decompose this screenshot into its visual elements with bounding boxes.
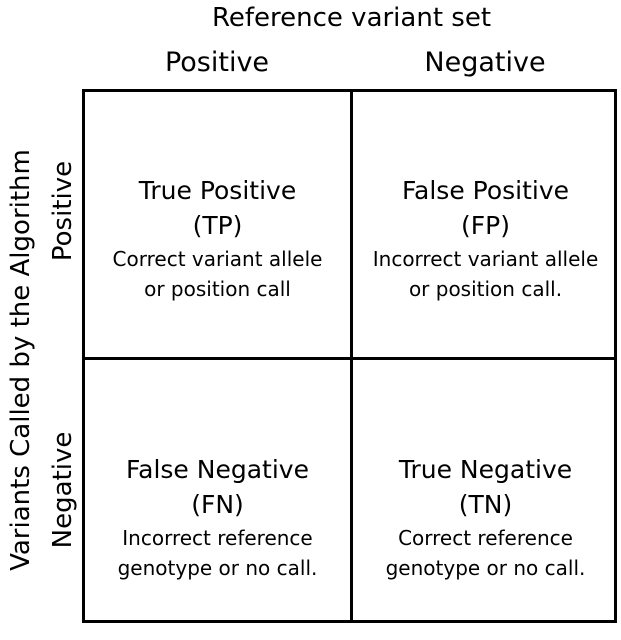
cell-abbreviation: (TN) — [458, 490, 513, 519]
confusion-matrix-grid: True Positive (TP) Correct variant allel… — [82, 89, 617, 623]
cell-true-positive: True Positive (TP) Correct variant allel… — [85, 174, 350, 304]
cell-title: True Negative — [398, 455, 573, 484]
cell-true-negative: True Negative (TN) Correct reference gen… — [353, 453, 618, 583]
cell-description-line: genotype or no call. — [117, 556, 318, 580]
cell-abbreviation: (FP) — [461, 211, 510, 240]
cell-false-positive: False Positive (FP) Incorrect variant al… — [353, 174, 618, 304]
cell-description-line: genotype or no call. — [385, 556, 586, 580]
cell-description-line: Incorrect variant allele — [372, 247, 599, 271]
cell-false-negative: False Negative (FN) Incorrect reference … — [85, 453, 350, 583]
grid-horizontal-divider — [85, 357, 614, 360]
cell-abbreviation: (TP) — [192, 211, 243, 240]
cell-description-line: Correct reference — [398, 526, 573, 550]
cell-abbreviation: (FN) — [191, 490, 244, 519]
algorithm-calls-title: Variants Called by the Algorithm — [6, 149, 36, 571]
cell-title: False Positive — [401, 176, 570, 205]
column-header-positive: Positive — [164, 47, 270, 78]
reference-variant-set-title: Reference variant set — [211, 3, 492, 33]
grid-vertical-divider — [350, 92, 353, 620]
column-header-negative: Negative — [424, 47, 546, 78]
cell-description-line: Incorrect reference — [122, 526, 313, 550]
row-header-positive: Positive — [48, 160, 78, 262]
cell-title: False Negative — [126, 455, 309, 484]
cell-description-line: or position call. — [408, 277, 563, 301]
cell-title: True Positive — [138, 176, 297, 205]
row-header-negative: Negative — [48, 431, 78, 549]
cell-description-line: Correct variant allele — [112, 247, 323, 271]
cell-description-line: or position call — [144, 277, 291, 301]
